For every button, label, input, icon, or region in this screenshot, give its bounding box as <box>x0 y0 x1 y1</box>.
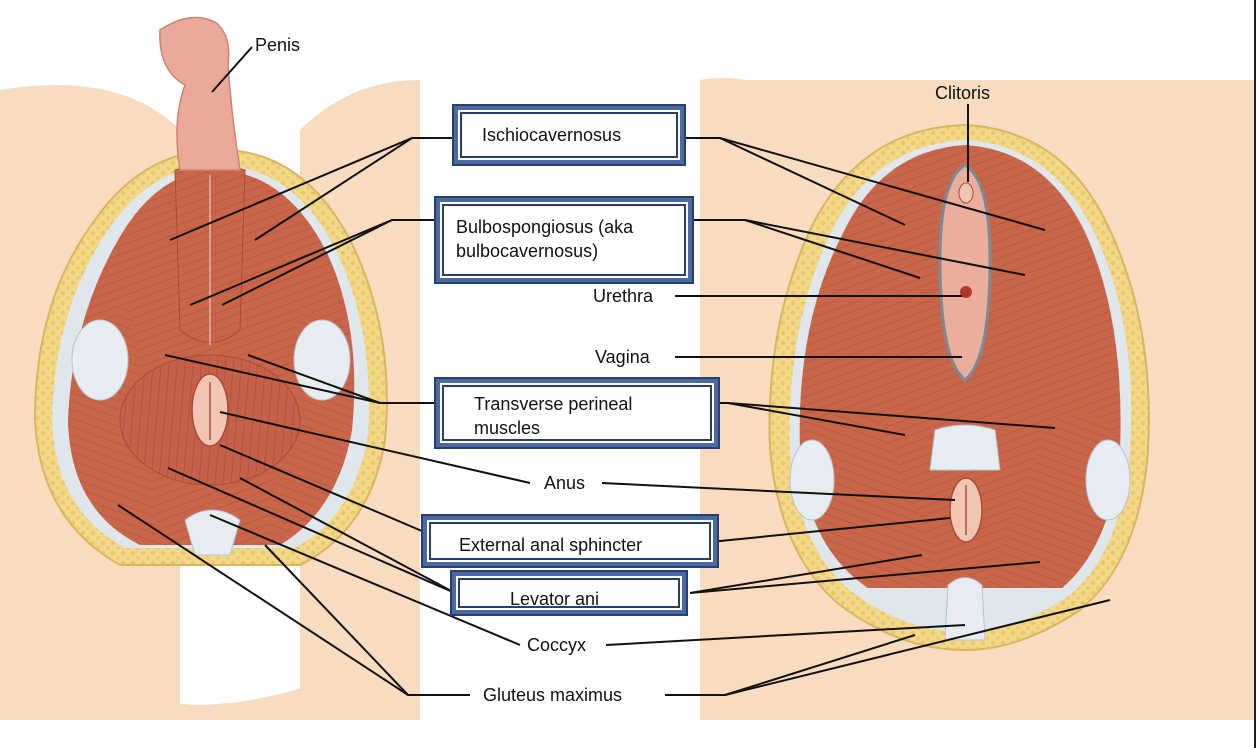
box-transverse-perineal: Transverse perineal muscles <box>434 377 720 449</box>
label-external-anal-sphincter: External anal sphincter <box>459 535 643 555</box>
box-levator-ani: Levator ani <box>450 570 688 616</box>
leader-lines <box>117 46 1111 696</box>
box-external-anal-sphincter: External anal sphincter <box>421 514 719 568</box>
label-transverse-line2: muscles <box>474 418 541 438</box>
label-urethra: Urethra <box>590 285 657 307</box>
label-levator-ani: Levator ani <box>510 589 600 609</box>
label-transverse-line1: Transverse perineal <box>474 394 633 414</box>
label-coccyx: Coccyx <box>524 634 590 656</box>
female-perineum <box>700 78 1256 720</box>
right-edge-divider <box>1254 0 1256 748</box>
label-bulbospongiosus-line2: bulbocavernosus) <box>456 241 599 261</box>
box-bulbospongiosus: Bulbospongiosus (aka bulbocavernosus) <box>434 196 694 284</box>
box-ischiocavernosus: Ischiocavernosus <box>452 104 686 166</box>
label-ischiocavernosus: Ischiocavernosus <box>482 125 622 145</box>
male-perineum <box>0 16 420 720</box>
label-clitoris: Clitoris <box>935 83 991 103</box>
vaginal-opening <box>938 163 992 382</box>
label-gluteus-maximus: Gluteus maximus <box>480 684 626 706</box>
label-anus: Anus <box>541 472 589 494</box>
label-bulbospongiosus-line1: Bulbospongiosus (aka <box>456 217 634 237</box>
penis-shape <box>159 16 241 171</box>
label-vagina: Vagina <box>592 346 653 368</box>
label-penis: Penis <box>255 35 301 55</box>
